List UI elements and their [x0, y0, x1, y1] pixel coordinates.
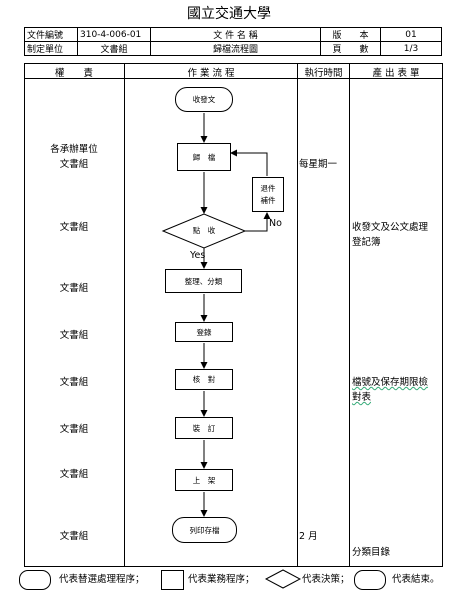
column-header-divider [24, 78, 442, 79]
legend-end-shape [354, 570, 386, 590]
legend-process-shape [161, 570, 184, 590]
page-count: 1/3 [380, 41, 442, 56]
column-header-responsibility: 權 責 [54, 68, 93, 79]
flow-step-file: 歸 檔 [177, 143, 231, 171]
legend-decision-text: 代表決策； [302, 574, 350, 585]
flow-decision-label: 點 收 [192, 226, 216, 235]
responsibility-6: 文書組 [59, 424, 89, 435]
responsibility-7: 文書組 [59, 469, 89, 480]
legend-terminal-shape [19, 570, 51, 590]
responsibility-1-line2: 文書組 [59, 159, 89, 170]
flow-start-receive: 收發文 [175, 87, 233, 112]
column-divider [297, 63, 298, 566]
responsibility-8: 文書組 [59, 531, 89, 542]
time-february: 2 月 [299, 531, 318, 542]
legend-decision-shape [265, 569, 301, 589]
flow-step-shelve: 上 架 [175, 469, 233, 491]
column-header-process: 作 業 流 程 [187, 68, 235, 79]
responsibility-2: 文書組 [59, 222, 89, 233]
column-header-time: 執行時間 [304, 68, 343, 79]
output-3: 分類目錄 [352, 547, 391, 558]
output-2-line2: 對表 [352, 392, 372, 403]
flow-step-bind: 裝 訂 [175, 417, 233, 439]
flowchart-table [24, 63, 443, 567]
column-header-output: 產 出 表 單 [372, 68, 420, 79]
responsibility-3: 文書組 [59, 283, 89, 294]
legend-end-text: 代表結束。 [392, 574, 440, 585]
arrow-return-to-file [230, 149, 268, 176]
output-1-line2: 登記簿 [352, 237, 381, 248]
flow-no-label: No [269, 218, 282, 229]
time-weekly: 每星期一 [299, 159, 338, 170]
responsibility-4: 文書組 [59, 330, 89, 341]
flow-end-print: 列印存檔 [172, 517, 237, 543]
output-2-line1: 檔號及保存期限檢 [352, 377, 429, 388]
responsibility-5: 文書組 [59, 377, 89, 388]
doc-name: 歸檔流程圖 [150, 41, 321, 56]
flow-return-box: 退件補件 [252, 177, 284, 212]
flow-step-check: 核 對 [175, 369, 233, 390]
output-1-line1: 收發文及公文處理 [352, 222, 429, 233]
decision-diamond [161, 213, 247, 249]
flow-step-sort: 整理、分類 [165, 269, 242, 293]
arrow-decision-to-return [245, 212, 271, 232]
page-title: 國立交通大學 [187, 6, 271, 22]
responsibility-1-line1: 各承辦單位 [50, 144, 98, 155]
legend-terminal-text: 代表替選處理程序； [59, 574, 145, 585]
flow-yes-label: Yes [190, 250, 206, 261]
column-divider [349, 63, 350, 566]
document-header-table: 文件編號 310-4-006-01 文 件 名 稱 版 本 01 制定單位 文書… [24, 27, 442, 56]
legend-process-text: 代表業務程序； [188, 574, 255, 585]
column-divider [124, 63, 125, 566]
flow-step-register: 登錄 [175, 322, 233, 342]
unit: 文書組 [77, 41, 151, 56]
